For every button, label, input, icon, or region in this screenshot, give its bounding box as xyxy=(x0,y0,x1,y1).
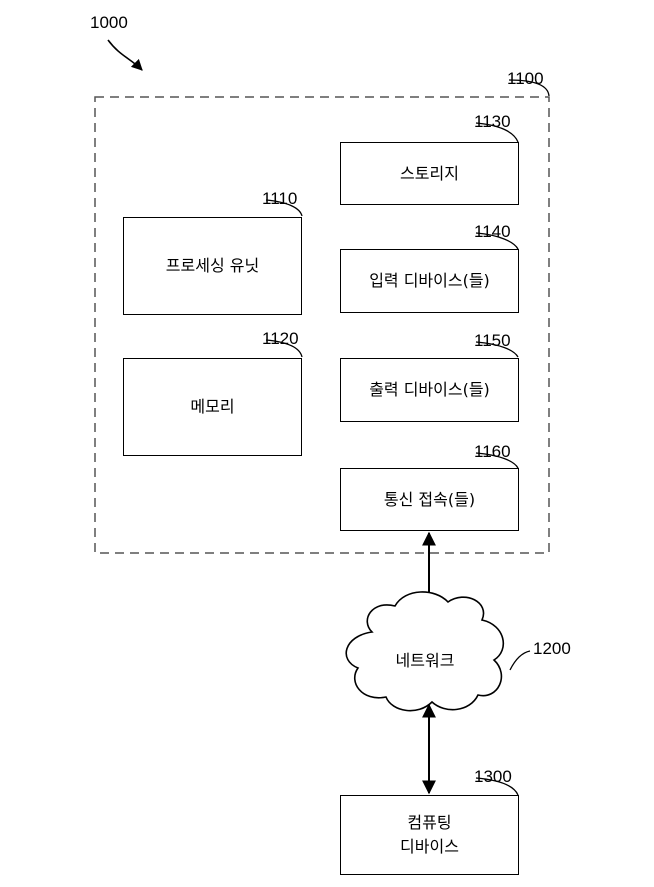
computing-device-label-line2: 디바이스 xyxy=(400,837,459,856)
memory-box: 메모리 xyxy=(123,358,302,456)
network-ref-leader xyxy=(509,650,531,671)
processing-unit-ref-number: 1110 xyxy=(262,189,298,208)
input-devices-box: 입력 디바이스(들) xyxy=(340,249,519,313)
output-devices-ref-number: 1150 xyxy=(474,331,511,350)
device-ref-number: 1100 xyxy=(507,69,544,88)
input-devices-ref-leader xyxy=(475,232,519,250)
system-ref-arrow xyxy=(107,39,143,71)
storage-ref-number: 1130 xyxy=(474,112,511,131)
network-ref-number: 1200 xyxy=(533,639,571,658)
comm-connections-ref-leader xyxy=(475,452,519,469)
output-devices-label: 출력 디바이스(들) xyxy=(369,380,490,399)
computing-device-label-line1: 컴퓨팅 xyxy=(407,813,452,832)
output-devices-ref-leader xyxy=(475,341,519,358)
input-devices-label: 입력 디바이스(들) xyxy=(369,271,490,290)
storage-label: 스토리지 xyxy=(400,163,459,183)
computing-device-box: 컴퓨팅 디바이스 xyxy=(340,795,519,875)
computing-device-ref-leader xyxy=(475,777,519,796)
comm-connections-label: 통신 접속(들) xyxy=(383,489,476,509)
output-devices-box: 출력 디바이스(들) xyxy=(340,358,519,422)
storage-box: 스토리지 xyxy=(340,142,519,205)
network-label: 네트워크 xyxy=(395,651,455,670)
device-boundary xyxy=(94,96,550,554)
input-devices-ref-number: 1140 xyxy=(474,222,511,241)
processing-unit-label: 프로세싱 유닛 xyxy=(165,256,260,275)
memory-label: 메모리 xyxy=(190,397,235,416)
memory-ref-number: 1120 xyxy=(262,329,299,348)
memory-ref-leader xyxy=(265,339,303,358)
comm-connections-box: 통신 접속(들) xyxy=(340,468,519,531)
network-cloud xyxy=(345,591,504,712)
processing-unit-ref-leader xyxy=(265,199,303,217)
storage-ref-leader xyxy=(475,122,519,143)
comm-connections-ref-number: 1160 xyxy=(474,442,511,461)
device-ref-leader xyxy=(508,79,550,97)
computing-device-ref-number: 1300 xyxy=(474,767,512,786)
processing-unit-box: 프로세싱 유닛 xyxy=(123,217,302,315)
system-ref-number: 1000 xyxy=(90,13,128,32)
